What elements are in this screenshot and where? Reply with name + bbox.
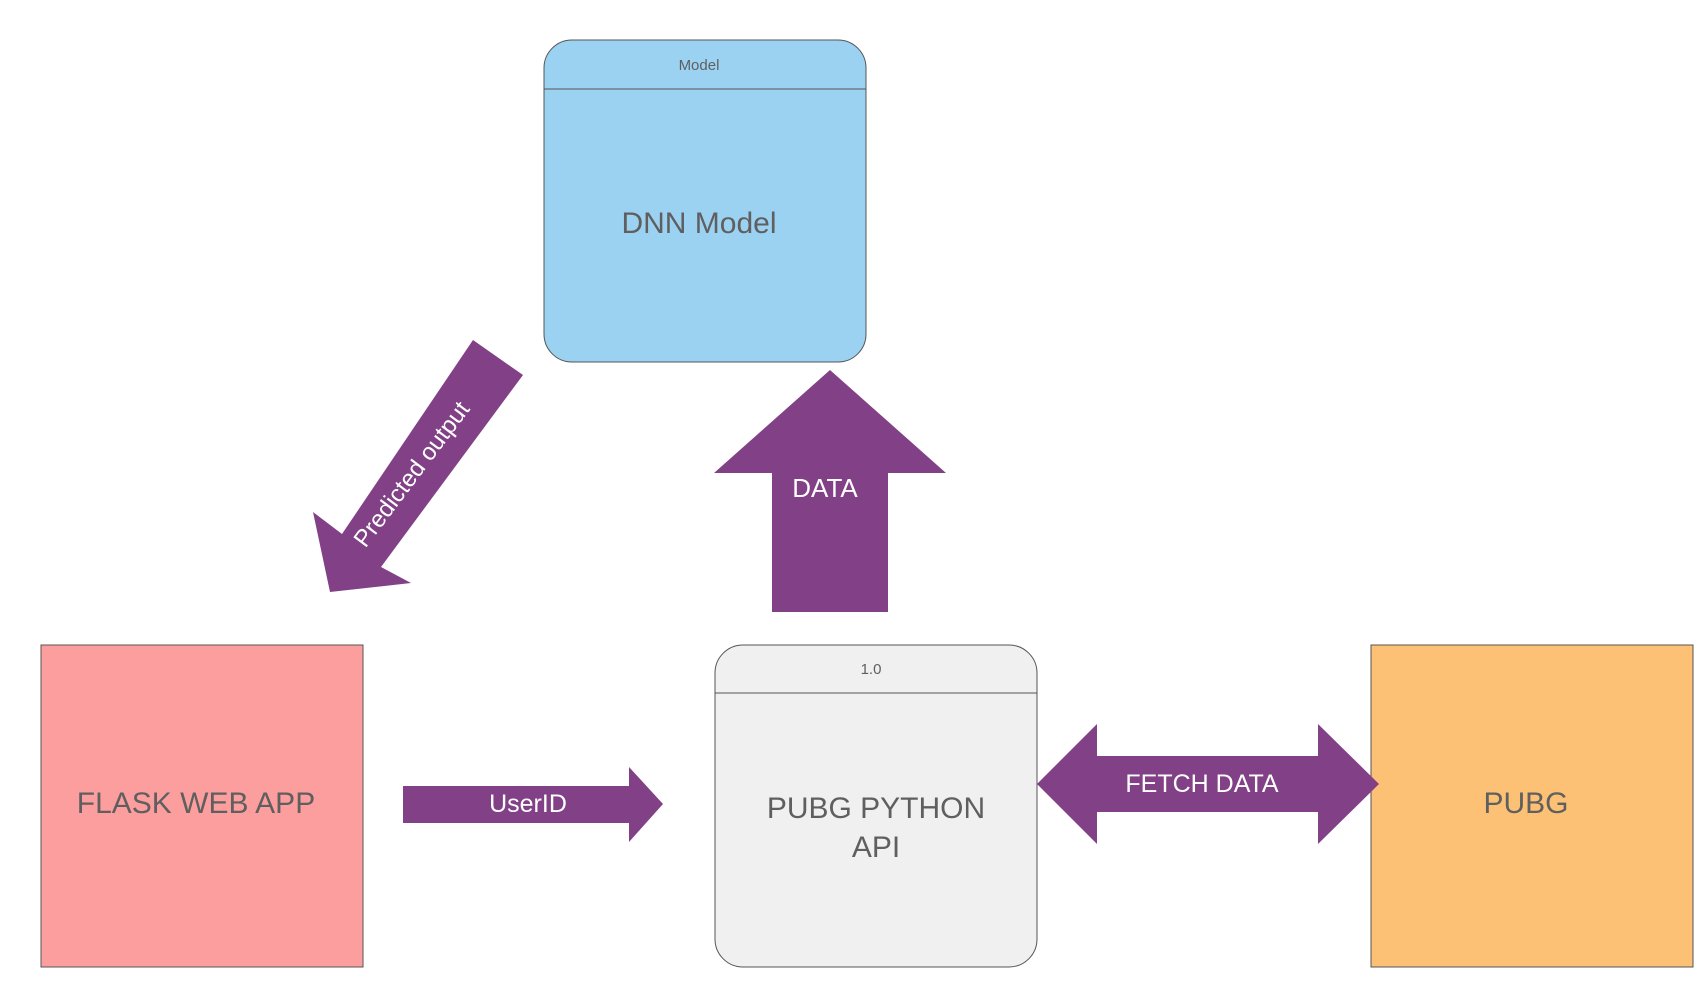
flask-web-app-node[interactable]: FLASK WEB APP <box>40 644 364 968</box>
data-arrow[interactable]: DATA <box>714 370 946 612</box>
dnn-model-node[interactable]: Model DNN Model <box>543 39 867 363</box>
fetch-data-arrow-shape <box>1037 724 1379 844</box>
pubg-python-api-box <box>714 644 1038 968</box>
dnn-model-header: Model <box>679 57 720 74</box>
dnn-model-label: DNN Model <box>621 207 776 240</box>
predicted-output-arrow-shape <box>313 340 523 592</box>
dnn-model-box <box>543 39 867 363</box>
userid-arrow-label: UserID <box>489 790 567 818</box>
pubg-python-api-label-line1: PUBG PYTHON <box>767 792 985 825</box>
pubg-python-api-node[interactable]: 1.0 PUBG PYTHON API <box>714 644 1038 968</box>
pubg-node[interactable]: PUBG <box>1370 644 1694 968</box>
predicted-output-arrow[interactable]: Predicted output <box>313 340 523 592</box>
data-arrow-shape <box>714 370 946 612</box>
userid-arrow[interactable]: UserID <box>403 767 663 842</box>
predicted-output-arrow-label: Predicted output <box>349 396 476 552</box>
userid-arrow-shape <box>403 767 663 842</box>
pubg-python-api-label-line2: API <box>852 831 900 864</box>
pubg-box <box>1370 644 1694 968</box>
pubg-python-api-header: 1.0 <box>861 661 882 678</box>
fetch-data-arrow[interactable]: FETCH DATA <box>1037 724 1379 844</box>
data-arrow-label: DATA <box>792 473 858 503</box>
fetch-data-arrow-label: FETCH DATA <box>1125 770 1279 798</box>
flask-web-app-label: FLASK WEB APP <box>77 787 315 820</box>
flask-web-app-box <box>40 644 364 968</box>
pubg-label: PUBG <box>1483 787 1568 820</box>
